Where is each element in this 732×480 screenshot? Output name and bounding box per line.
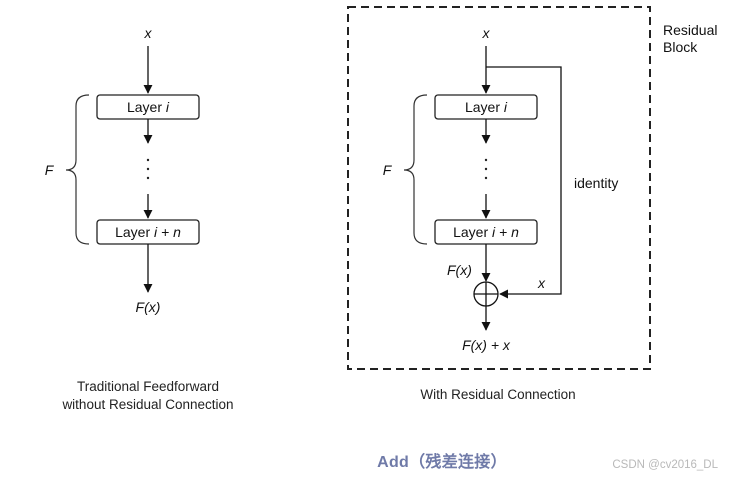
right-brace bbox=[403, 94, 428, 245]
residual-block-label-line2: Block bbox=[663, 39, 698, 55]
skip-x-label: x bbox=[537, 275, 546, 291]
right-input-label: x bbox=[482, 25, 491, 41]
left-brace-label: F bbox=[45, 162, 55, 178]
right-caption: With Residual Connection bbox=[420, 387, 575, 402]
left-output-label: F(x) bbox=[136, 299, 161, 315]
left-input-label: x bbox=[144, 25, 153, 41]
feedforward-diagram: x Layer i Layer i + n F(x) F Traditional… bbox=[45, 25, 234, 412]
footer-title: Add（残差连接） bbox=[377, 454, 507, 471]
left-layer-i-label: Layer i bbox=[127, 99, 170, 115]
right-fx-label: F(x) bbox=[447, 262, 472, 278]
left-caption-line2: without Residual Connection bbox=[61, 397, 233, 412]
right-brace-label: F bbox=[383, 162, 393, 178]
left-caption-line1: Traditional Feedforward bbox=[77, 379, 219, 394]
right-layer-i-n-label: Layer i + n bbox=[453, 224, 519, 240]
right-ellipsis-dots bbox=[484, 158, 488, 180]
right-output-label: F(x) + x bbox=[462, 337, 511, 353]
identity-skip-connection bbox=[486, 66, 562, 299]
right-layer-i-label: Layer i bbox=[465, 99, 508, 115]
residual-block-label-line1: Residual bbox=[663, 22, 717, 38]
left-brace bbox=[65, 94, 90, 245]
residual-block-frame bbox=[347, 6, 651, 370]
left-ellipsis-dots bbox=[146, 158, 150, 180]
residual-block-diagram: Residual Block x Layer i Layer i + n F(x… bbox=[347, 6, 717, 402]
left-layer-i-n-label: Layer i + n bbox=[115, 224, 181, 240]
csdn-watermark: CSDN @cv2016_DL bbox=[612, 459, 718, 471]
identity-label: identity bbox=[574, 175, 618, 191]
